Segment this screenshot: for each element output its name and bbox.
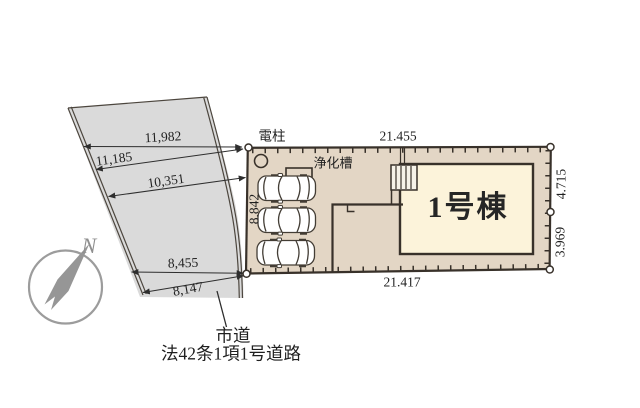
- yard-divider-wall: [331, 203, 403, 272]
- road-dimension-label-4: 8,455: [167, 254, 199, 271]
- lot-dimension-right-lower: 3.969: [552, 226, 568, 258]
- car-top-view-icon: [257, 205, 317, 236]
- utility-pole-label: 電柱: [258, 128, 286, 144]
- dimension-line-8147: [142, 273, 244, 295]
- dimension-lines: [83, 143, 246, 295]
- road-edge-left: [67, 106, 147, 296]
- utility-pole-symbol: [253, 153, 269, 169]
- boundary-point-marker: [546, 207, 555, 217]
- building-footprint: [398, 162, 535, 256]
- road-name-leader-line: [216, 290, 228, 328]
- building-label: 1号棟: [427, 191, 509, 224]
- car-top-view-icon: [256, 237, 316, 269]
- boundary-point-marker: [545, 265, 555, 274]
- road-name-label: 市道: [215, 325, 251, 346]
- compass-icon: [27, 243, 104, 325]
- dimension-line-8455: [131, 269, 244, 277]
- road-edge-top: [67, 96, 208, 109]
- lot-dimension-bottom: 21.417: [383, 274, 421, 290]
- lot-dimension-left: 8.842: [246, 193, 262, 225]
- dimension-line-11185: [95, 146, 244, 172]
- boundary-point-marker: [244, 143, 253, 152]
- boundary-point-marker: [546, 142, 555, 152]
- road-surface: [68, 97, 244, 298]
- septic-tank-label: 浄化槽: [313, 155, 353, 171]
- lot-dimension-right-upper: 4.715: [553, 168, 569, 200]
- road-classification-label: 法42条1項1号道路: [161, 343, 301, 364]
- boundary-point-marker: [242, 269, 251, 279]
- porch-fence: [399, 148, 406, 164]
- entrance-porch: [390, 164, 418, 204]
- car-top-view-icon: [257, 173, 317, 204]
- dimension-line-11982: [83, 143, 243, 151]
- boundary-point-markers: [242, 142, 555, 279]
- road-dimension-label-1: 11,982: [144, 128, 182, 146]
- north-needle: [44, 243, 90, 310]
- north-label: N: [81, 233, 97, 258]
- lot-dimension-top: 21.455: [379, 128, 417, 144]
- dimension-line-10351: [108, 175, 246, 199]
